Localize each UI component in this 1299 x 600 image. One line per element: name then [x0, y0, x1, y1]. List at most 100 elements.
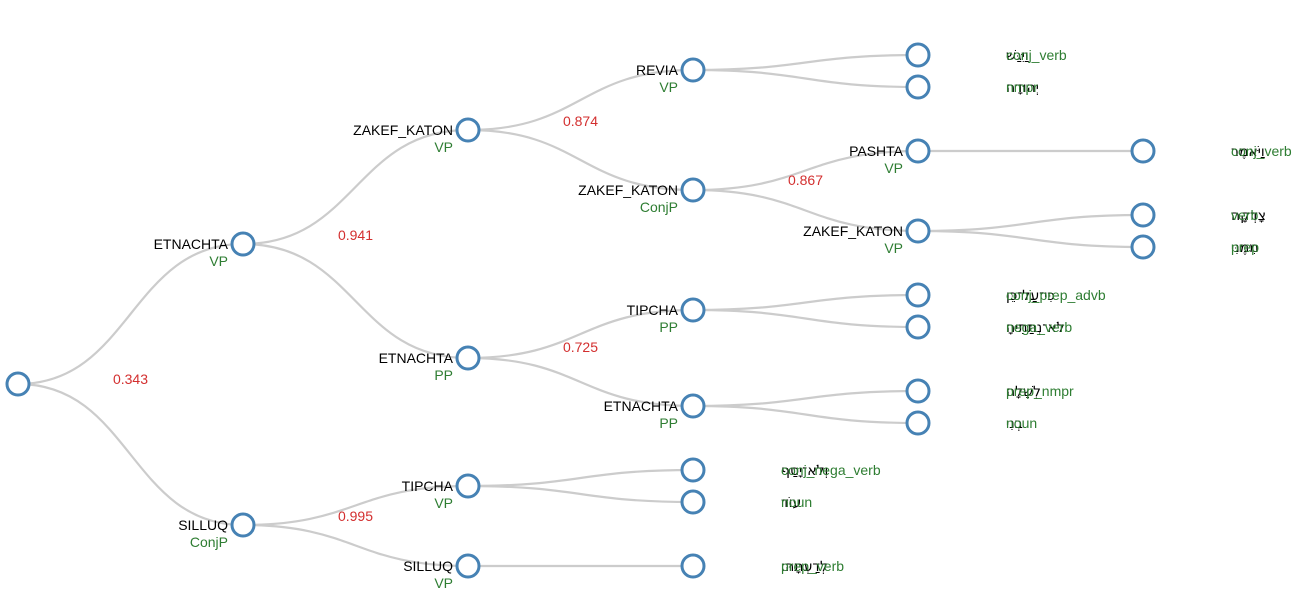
node-circle[interactable] — [905, 314, 931, 340]
pos-tag-label: nmpr — [1006, 79, 1038, 95]
node-circle[interactable] — [1130, 234, 1156, 260]
node-circle[interactable] — [905, 218, 931, 244]
word-node[interactable]: וַיִּגַּשׁconj_verb — [905, 42, 1067, 68]
node-circle[interactable] — [230, 512, 256, 538]
pos-tag-label: conj_verb — [1231, 143, 1292, 159]
node-circle[interactable] — [5, 371, 31, 397]
node-circle[interactable] — [905, 42, 931, 68]
phrase-label: VP — [884, 240, 903, 256]
tree-link — [467, 468, 694, 488]
node-circle[interactable] — [455, 553, 481, 579]
word-node[interactable]: לֹא־נְתַתִּיהָnega_verb — [905, 314, 1072, 340]
node-circle[interactable] — [680, 393, 706, 419]
probability-label: 0.941 — [338, 227, 373, 243]
hebrew-word-label: בְנִי — [1006, 416, 1023, 432]
tree-link — [467, 308, 694, 360]
tree-link — [242, 523, 469, 568]
hebrew-word-label: וַיֹּאמֶר — [1231, 144, 1265, 160]
tree-link — [692, 389, 919, 408]
probability-label: 0.995 — [338, 508, 373, 524]
accent-label: ZAKEF_KATON — [353, 122, 453, 138]
phrase-label: VP — [659, 79, 678, 95]
node-circle[interactable] — [905, 282, 931, 308]
hebrew-word-label: עוֹד — [781, 495, 801, 511]
accent-label: ETNACHTA — [154, 236, 229, 252]
node-circle[interactable] — [905, 74, 931, 100]
accent-label: PASHTA — [849, 143, 904, 159]
root-node[interactable] — [5, 371, 31, 397]
phrase-label: VP — [209, 253, 228, 269]
tree-link — [17, 382, 244, 527]
node-circle[interactable] — [680, 553, 706, 579]
pos-tag-label: verb — [1231, 207, 1258, 223]
node-circle[interactable] — [1130, 202, 1156, 228]
node-circle[interactable] — [905, 410, 931, 436]
node-circle[interactable] — [905, 138, 931, 164]
accent-label: ETNACHTA — [604, 398, 679, 414]
pos-tag-label: nega_verb — [1006, 319, 1072, 335]
hebrew-word-label: צָדְקָה — [1231, 208, 1266, 224]
tree-links — [17, 53, 1144, 568]
word-node[interactable]: לְדַעְתָּהּ׃prep_verb — [680, 553, 844, 579]
pos-tag-label: prep_nmpr — [1006, 383, 1074, 399]
tree-nodes: וַיִּגַּשׁconj_verbיְהוּדָהnmprREVIAVPוַ… — [5, 42, 1292, 591]
hebrew-word-label: יְהוּדָה — [1006, 80, 1039, 96]
tree-link — [917, 229, 1144, 249]
node-circle[interactable] — [680, 177, 706, 203]
accent-label: REVIA — [636, 62, 679, 78]
hebrew-word-label: לֹא־נְתַתִּיהָ — [1006, 320, 1065, 336]
tree-link — [692, 404, 919, 425]
node-circle[interactable] — [455, 473, 481, 499]
tree-link — [467, 128, 694, 192]
accent-label: TIPCHA — [402, 478, 454, 494]
pos-tag-label: noun — [781, 494, 812, 510]
phrase-label: PP — [434, 367, 453, 383]
node-circle[interactable] — [680, 57, 706, 83]
tree-link — [917, 213, 1144, 233]
node-circle[interactable] — [230, 231, 256, 257]
node-circle[interactable] — [455, 117, 481, 143]
node-circle[interactable] — [1130, 138, 1156, 164]
phrase-label: VP — [434, 139, 453, 155]
node-circle[interactable] — [905, 378, 931, 404]
pos-tag-label: prep_verb — [781, 558, 844, 574]
phrase-label: VP — [434, 495, 453, 511]
node-circle[interactable] — [680, 489, 706, 515]
tree-link — [242, 242, 469, 360]
pos-tag-label: conj_nega_verb — [781, 462, 881, 478]
phrase-label: VP — [434, 575, 453, 591]
pos-tag-label: conj_verb — [1006, 47, 1067, 63]
hebrew-word-label: מִמֶּנִּי — [1231, 240, 1259, 256]
probability-label: 0.343 — [113, 371, 148, 387]
node-circle[interactable] — [680, 457, 706, 483]
node-circle[interactable] — [455, 345, 481, 371]
pos-tag-label: conj_prep_advb — [1006, 287, 1106, 303]
tree-link — [692, 53, 919, 72]
accent-label: ETNACHTA — [379, 350, 454, 366]
accent-label: SILLUQ — [403, 558, 453, 574]
hebrew-word-label: כִּי־עַל־כֵּן — [1006, 288, 1055, 304]
node-circle[interactable] — [680, 297, 706, 323]
